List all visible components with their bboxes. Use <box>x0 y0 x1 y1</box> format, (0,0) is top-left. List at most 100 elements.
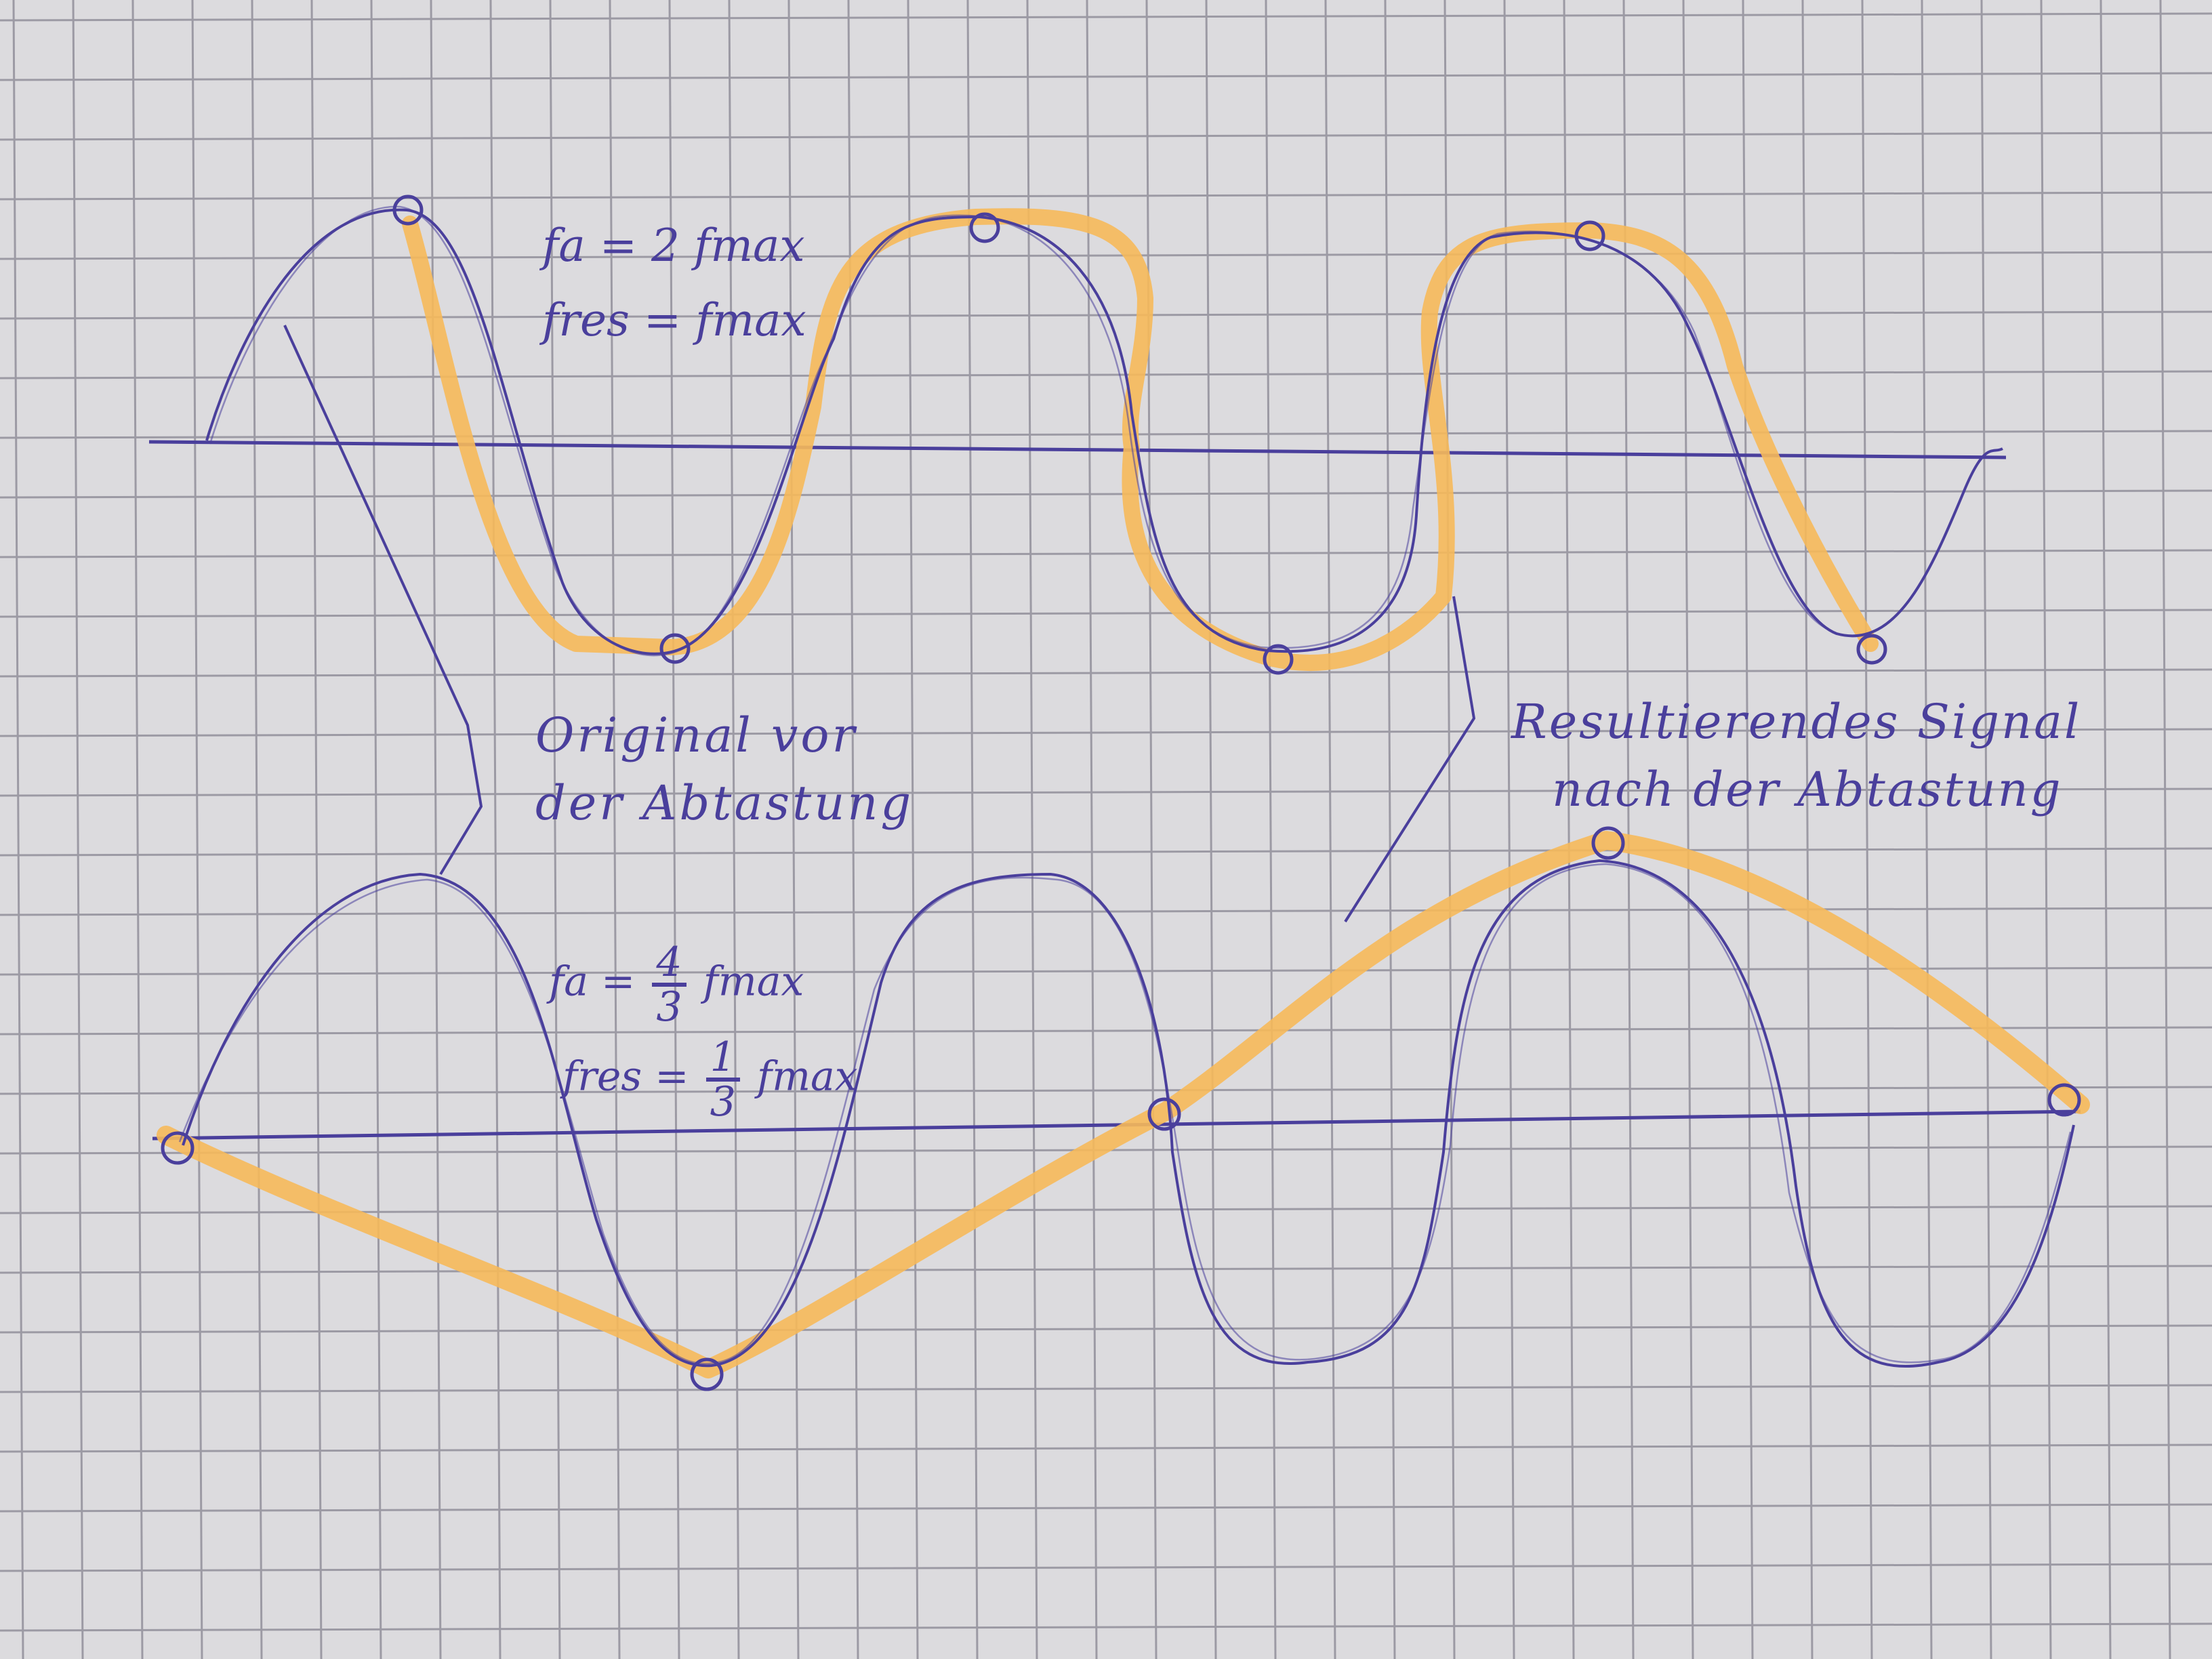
bottom-diagram <box>152 826 2090 1391</box>
grid-line-horizontal <box>0 549 2212 558</box>
grid-line-vertical <box>12 0 24 1659</box>
bottom-fa-fraction: 4 3 <box>652 942 687 1031</box>
grid-line-vertical <box>1205 0 1217 1659</box>
grid-line-vertical <box>728 0 740 1659</box>
result-label-line1: Resultierendes Signal <box>1511 694 2082 750</box>
circle-icon <box>969 212 1000 243</box>
top-original-sine-wave <box>205 208 2003 655</box>
circle-icon <box>690 1357 724 1391</box>
bottom-original-sine-wave-retrace <box>178 863 2072 1365</box>
grid-line-vertical <box>1622 0 1635 1659</box>
circle-icon <box>1263 644 1294 675</box>
grid-line-horizontal <box>0 1324 2212 1334</box>
grid-line-vertical <box>907 0 919 1659</box>
grid-line-horizontal <box>0 72 2212 81</box>
grid-line-vertical <box>1742 0 1754 1659</box>
grid-line-horizontal <box>0 1086 2212 1095</box>
bottom-fres-denominator: 3 <box>710 1078 736 1126</box>
grid-line-vertical <box>370 0 382 1659</box>
grid-line-horizontal <box>0 251 2212 260</box>
grid-line-vertical <box>191 0 203 1659</box>
grid-line-vertical <box>1563 0 1575 1659</box>
grid-line-horizontal <box>0 1265 2212 1274</box>
grid-line-vertical <box>1921 0 1933 1659</box>
grid-line-vertical <box>2100 0 2112 1659</box>
grid-line-vertical <box>310 0 323 1659</box>
bottom-resulting-signal-highlight <box>157 831 2090 1378</box>
grid-line-vertical <box>430 0 442 1659</box>
grid-line-horizontal <box>0 1563 2212 1572</box>
grid-line-horizontal <box>0 668 2212 678</box>
top-sample-points <box>392 194 1887 675</box>
original-label-line2: der Abtastung <box>535 775 914 831</box>
leader-result <box>1344 596 1476 923</box>
grid-line-horizontal <box>0 847 2212 857</box>
grid-line-vertical <box>787 0 800 1659</box>
grid-line-vertical <box>1980 0 1992 1659</box>
bottom-fres-prefix: fres = <box>562 1052 689 1101</box>
circle-icon <box>659 633 691 664</box>
leader-original-top <box>283 325 483 876</box>
grid-line-horizontal <box>0 191 2212 201</box>
circle-icon <box>1856 634 1887 665</box>
grid-line-vertical <box>1384 0 1396 1659</box>
bottom-fa-denominator: 3 <box>656 983 682 1031</box>
circle-icon <box>2047 1083 2081 1117</box>
circle-icon <box>1147 1097 1181 1131</box>
circle-icon <box>1591 826 1625 860</box>
grid-line-horizontal <box>0 728 2212 737</box>
grid-line-horizontal <box>0 787 2212 797</box>
grid-line-horizontal <box>0 12 2212 22</box>
grid-line-vertical <box>1801 0 1814 1659</box>
bottom-fa-suffix: fmax <box>703 958 804 1006</box>
bottom-fres-fraction: 1 3 <box>705 1037 740 1126</box>
grid-line-horizontal <box>0 966 2212 976</box>
circle-icon <box>161 1131 194 1165</box>
bottom-resulting-frequency-label: fres = 1 3 fmax <box>562 1037 858 1122</box>
grid-line-vertical <box>72 0 84 1659</box>
grid-line-horizontal <box>0 1622 2212 1632</box>
bottom-fa-numerator: 4 <box>652 942 687 987</box>
grid-line-vertical <box>1861 0 1873 1659</box>
grid-line-horizontal <box>0 430 2212 439</box>
bottom-fres-numerator: 1 <box>705 1037 740 1082</box>
bottom-sampling-frequency-label: fa = 4 3 fmax <box>549 942 804 1027</box>
grid-line-vertical <box>1682 0 1694 1659</box>
grid-line-horizontal <box>0 1384 2212 1393</box>
bottom-original-sine-wave <box>182 859 2075 1368</box>
grid-line-vertical <box>2159 0 2171 1659</box>
grid-line-horizontal <box>0 489 2212 499</box>
grid-line-vertical <box>1265 0 1277 1659</box>
grid-line-vertical <box>1026 0 1038 1659</box>
top-sampling-frequency-label: fa = 2 fmax <box>542 220 805 272</box>
grid-line-vertical <box>489 0 501 1659</box>
top-resulting-signal-highlight <box>402 208 1879 671</box>
grid-line-vertical <box>251 0 263 1659</box>
grid-line-horizontal <box>0 1026 2212 1036</box>
grid-line-vertical <box>609 0 621 1659</box>
top-resulting-frequency-label: fres = fmax <box>542 294 806 346</box>
circle-icon <box>392 194 424 226</box>
grid-line-horizontal <box>0 131 2212 141</box>
bottom-time-axis <box>152 1109 2081 1141</box>
label-leader-lines <box>283 325 1476 923</box>
grid-line-vertical <box>1324 0 1336 1659</box>
bottom-fres-suffix: fmax <box>756 1052 858 1101</box>
bottom-sample-points <box>161 826 2081 1391</box>
top-original-sine-wave-retrace <box>209 205 1830 657</box>
grid-line-vertical <box>966 0 979 1659</box>
grid-line-vertical <box>549 0 561 1659</box>
bottom-fa-prefix: fa = <box>549 958 636 1006</box>
top-diagram <box>148 194 2007 675</box>
grid-line-horizontal <box>0 310 2212 320</box>
grid-line-vertical <box>2040 0 2052 1659</box>
result-label-line2: nach der Abtastung <box>1552 762 2063 817</box>
grid-line-vertical <box>131 0 144 1659</box>
grid-line-horizontal <box>0 1503 2212 1513</box>
grid-line-vertical <box>1086 0 1098 1659</box>
grid-line-horizontal <box>0 1205 2212 1214</box>
